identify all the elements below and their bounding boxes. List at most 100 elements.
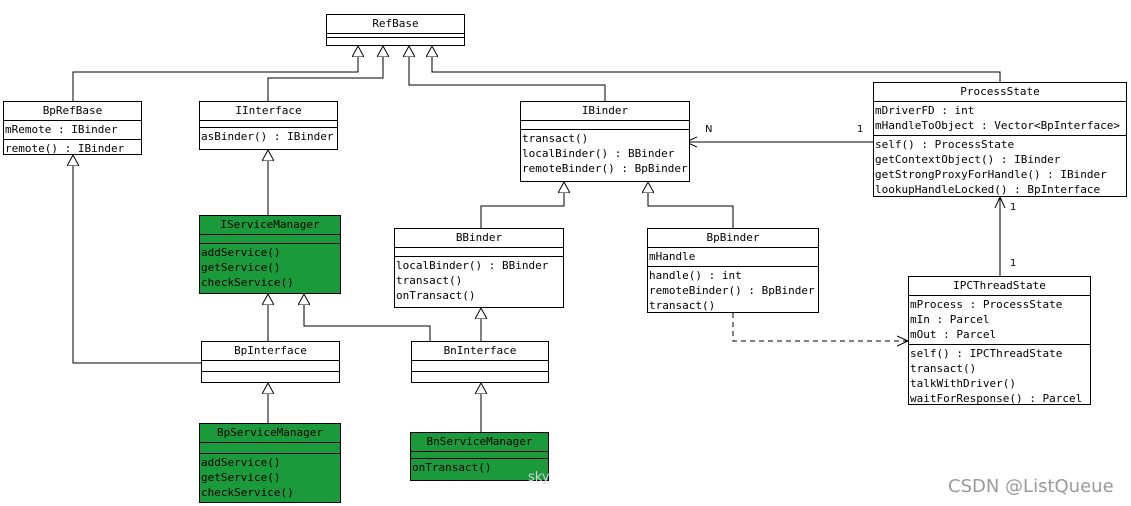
multiplicity-n: N [705,124,713,135]
class-bprefbase: BpRefBase mRemote : IBinder remote() : I… [3,101,142,155]
method: remote() : IBinder [5,142,125,155]
class-title: BnServiceManager [411,433,548,452]
attributes-section [200,443,340,454]
class-iservicemanager: IServiceManager addService() getService(… [199,215,341,294]
attributes-section: mProcess : ProcessState mIn : Parcel mOu… [909,296,1090,345]
class-title: IPCThreadState [909,277,1090,296]
class-ipcthreadstate: IPCThreadState mProcess : ProcessState m… [908,276,1091,405]
class-bnservicemanager: BnServiceManager onTransact() [410,432,549,481]
method: remoteBinder() : BpBinder [522,162,688,175]
method: handle() : int [649,269,742,282]
class-bninterface: BnInterface [411,341,549,383]
attributes-section [412,361,548,372]
bprefbase-to-refbase-line [72,46,358,101]
methods-section: asBinder() : IBinder [200,128,337,146]
attribute: mIn : Parcel [910,313,990,326]
multiplicity-one-processstate: 1 [857,124,864,135]
attribute: mProcess : ProcessState [910,298,1063,311]
class-title: BBinder [395,229,563,248]
attributes-section: mDriverFD : int mHandleToObject : Vector… [874,102,1126,136]
attribute: mOut : Parcel [910,328,997,341]
faint-watermark: sky [528,470,550,485]
class-title: IInterface [200,102,337,121]
bpinterface-to-bprefbase-line [73,155,201,364]
method: self() : IPCThreadState [910,347,1063,360]
methods-section: addService() getService() checkService() [200,244,340,292]
method: getStrongProxyForHandle() : IBinder [875,168,1107,181]
method: onTransact() [396,289,476,302]
bbinder-to-ibinder-line [480,182,564,228]
method: checkService() [201,486,294,499]
method: getService() [201,471,281,484]
bninterface-to-iservicemanager-line [304,294,431,341]
attributes-section [521,121,689,130]
class-title: ProcessState [874,83,1126,102]
method: self() : ProcessState [875,138,1015,151]
class-title: BpInterface [202,342,339,361]
methods-section [327,38,464,41]
class-bpbinder: BpBinder mHandle handle() : int remoteBi… [647,228,819,313]
methods-section: self() : IPCThreadState transact() talkW… [909,345,1090,408]
methods-section: transact() localBinder() : BBinder remot… [521,130,689,178]
class-title: BpRefBase [4,102,141,121]
attributes-section [411,452,548,459]
class-title: IServiceManager [200,216,340,235]
method: localBinder() : BBinder [396,259,549,272]
class-bpservicemanager: BpServiceManager addService() getService… [199,423,341,503]
class-title: BnInterface [412,342,548,361]
class-title: BpBinder [648,229,818,248]
attributes-section: mHandle [648,248,818,267]
class-refbase: RefBase [326,14,465,46]
method: transact() [522,132,589,145]
method: localBinder() : BBinder [522,147,675,160]
methods-section: onTransact() [411,459,548,477]
method: transact() [649,299,716,312]
attributes-section [327,34,464,38]
class-title: IBinder [521,102,689,121]
multiplicity-one-ps-bottom: 1 [1010,202,1017,213]
class-title: BpServiceManager [200,424,340,443]
methods-section: remote() : IBinder [4,140,141,158]
method: lookupHandleLocked() : BpInterface [875,183,1101,196]
method: transact() [396,274,463,287]
method: asBinder() : IBinder [201,130,334,143]
methods-section [202,372,339,382]
attributes-section [200,121,337,128]
iinterface-to-refbase-line [267,46,383,101]
class-ibinder: IBinder transact() localBinder() : BBind… [520,101,690,182]
attributes-section [395,248,563,257]
methods-section [412,372,548,382]
bpbinder-ipcthreadstate-dependency [732,313,908,341]
methods-section: localBinder() : BBinder transact() onTra… [395,257,563,305]
method: waitForResponse() : Parcel [910,392,1083,405]
attributes-section: mRemote : IBinder [4,121,141,140]
class-bpinterface: BpInterface [201,341,340,383]
ibinder-to-refbase-line [409,46,606,101]
method: talkWithDriver() [910,377,1016,390]
class-bbinder: BBinder localBinder() : BBinder transact… [394,228,564,308]
method: getService() [201,261,281,274]
attribute: mDriverFD : int [875,104,975,117]
attributes-section [200,235,340,244]
attributes-section [202,361,339,372]
processstate-to-refbase-line [432,46,1001,82]
methods-section: self() : ProcessState getContextObject()… [874,136,1126,199]
class-processstate: ProcessState mDriverFD : int mHandleToOb… [873,82,1127,197]
methods-section: addService() getService() checkService() [200,454,340,502]
attribute: mHandle [649,250,696,263]
class-iinterface: IInterface asBinder() : IBinder [199,101,338,150]
csdn-watermark: CSDN @ListQueue [948,476,1114,497]
attribute: mHandleToObject : Vector<BpInterface> [875,119,1121,132]
attribute: mRemote : IBinder [5,123,118,136]
bpbinder-to-ibinder-line [648,182,734,228]
method: addService() [201,246,281,259]
method: transact() [910,362,977,375]
method: onTransact() [412,461,492,474]
method: remoteBinder() : BpBinder [649,284,815,297]
multiplicity-one-ipc-top: 1 [1010,258,1017,269]
method: checkService() [201,276,294,289]
method: addService() [201,456,281,469]
methods-section: handle() : int remoteBinder() : BpBinder… [648,267,818,315]
